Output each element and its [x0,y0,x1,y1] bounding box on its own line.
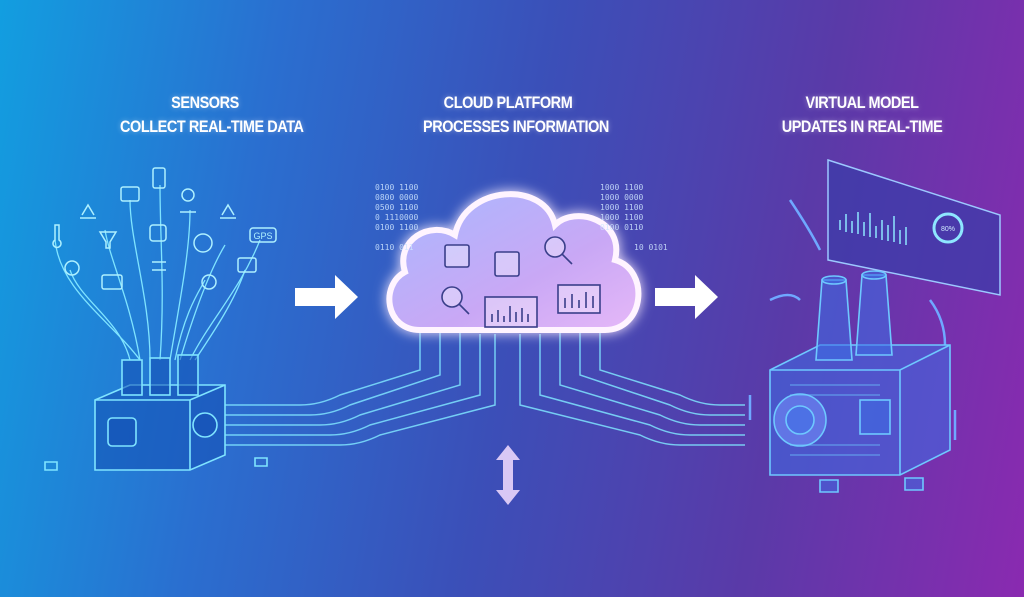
image-icon [237,257,257,273]
binary-line: 0 1110000 [375,213,419,222]
stage-subheading: COLLECT REAL-TIME DATA [120,117,304,136]
binary-line: 10 0101 [634,243,668,252]
flow-arrow-right-1 [295,275,358,319]
binary-line: 0100 0110 [600,223,644,232]
gauge-ring [932,212,964,244]
sensor-icons [52,167,277,290]
gauge-icon [193,233,213,253]
search-sensor-icon [201,274,217,290]
sensor-machine [44,354,268,471]
pressure-icon-2 [220,203,236,219]
server-icon [444,244,470,268]
binary-left: 0100 1100 0800 0000 0500 1100 0 1110000 … [375,183,419,252]
stage-heading: SENSORS [171,93,239,112]
binary-line: 1000 0000 [600,193,644,202]
thermometer-icon [52,224,62,249]
stage-heading: VIRTUAL MODEL [805,93,919,112]
magnifier-icon-2 [441,286,463,308]
camera-icon-2 [149,224,167,242]
user-icon [180,188,196,213]
binary-line: 0110 011 [375,243,414,252]
bar-chart-icon [484,296,538,328]
gauge-value: 80% [941,226,955,233]
virtual-machine-model [769,270,951,493]
stage-subheading: PROCESSES INFORMATION [423,117,609,136]
binary-line: 0800 0000 [375,193,419,202]
stage-title-sensors: SENSORS COLLECT REAL-TIME DATA [120,91,304,139]
gps-label: GPS [253,231,272,241]
slider-icon [152,261,166,271]
gps-badge [249,227,277,243]
update-arrows [748,199,957,440]
dashboard-panel: 80% [827,158,1001,296]
binary-line: 0100 1100 [375,183,419,192]
stage-subheading: UPDATES IN REAL-TIME [781,117,943,136]
stage-title-virtual-model: VIRTUAL MODEL UPDATES IN REAL-TIME [777,91,947,139]
binary-line: 1000 1100 [600,183,644,192]
sensor-wires [54,184,261,361]
stage-title-cloud: CLOUD PLATFORM PROCESSES INFORMATION [423,91,609,139]
binary-line: 1000 1100 [600,213,644,222]
bidirectional-arrow [496,445,520,505]
monitor-icon [101,274,123,290]
lightbulb-icon [64,260,80,276]
magnifier-icon [544,236,566,258]
document-sensor-icon [152,167,166,189]
data-flow-lines [225,330,745,446]
pressure-icon [80,203,96,219]
flow-arrow-right-2 [655,275,718,319]
binary-line: 0500 1100 [375,203,419,212]
cpu-chip-icon [494,251,520,277]
cloud-platform [386,191,642,333]
stage-heading: CLOUD PLATFORM [443,93,573,112]
funnel-icon [98,231,118,249]
binary-right: 1000 1100 1000 0000 1000 1100 1000 1100 … [600,183,668,252]
camera-icon [120,186,140,202]
binary-line: 0100 1100 [375,223,419,232]
binary-line: 1000 1100 [600,203,644,212]
